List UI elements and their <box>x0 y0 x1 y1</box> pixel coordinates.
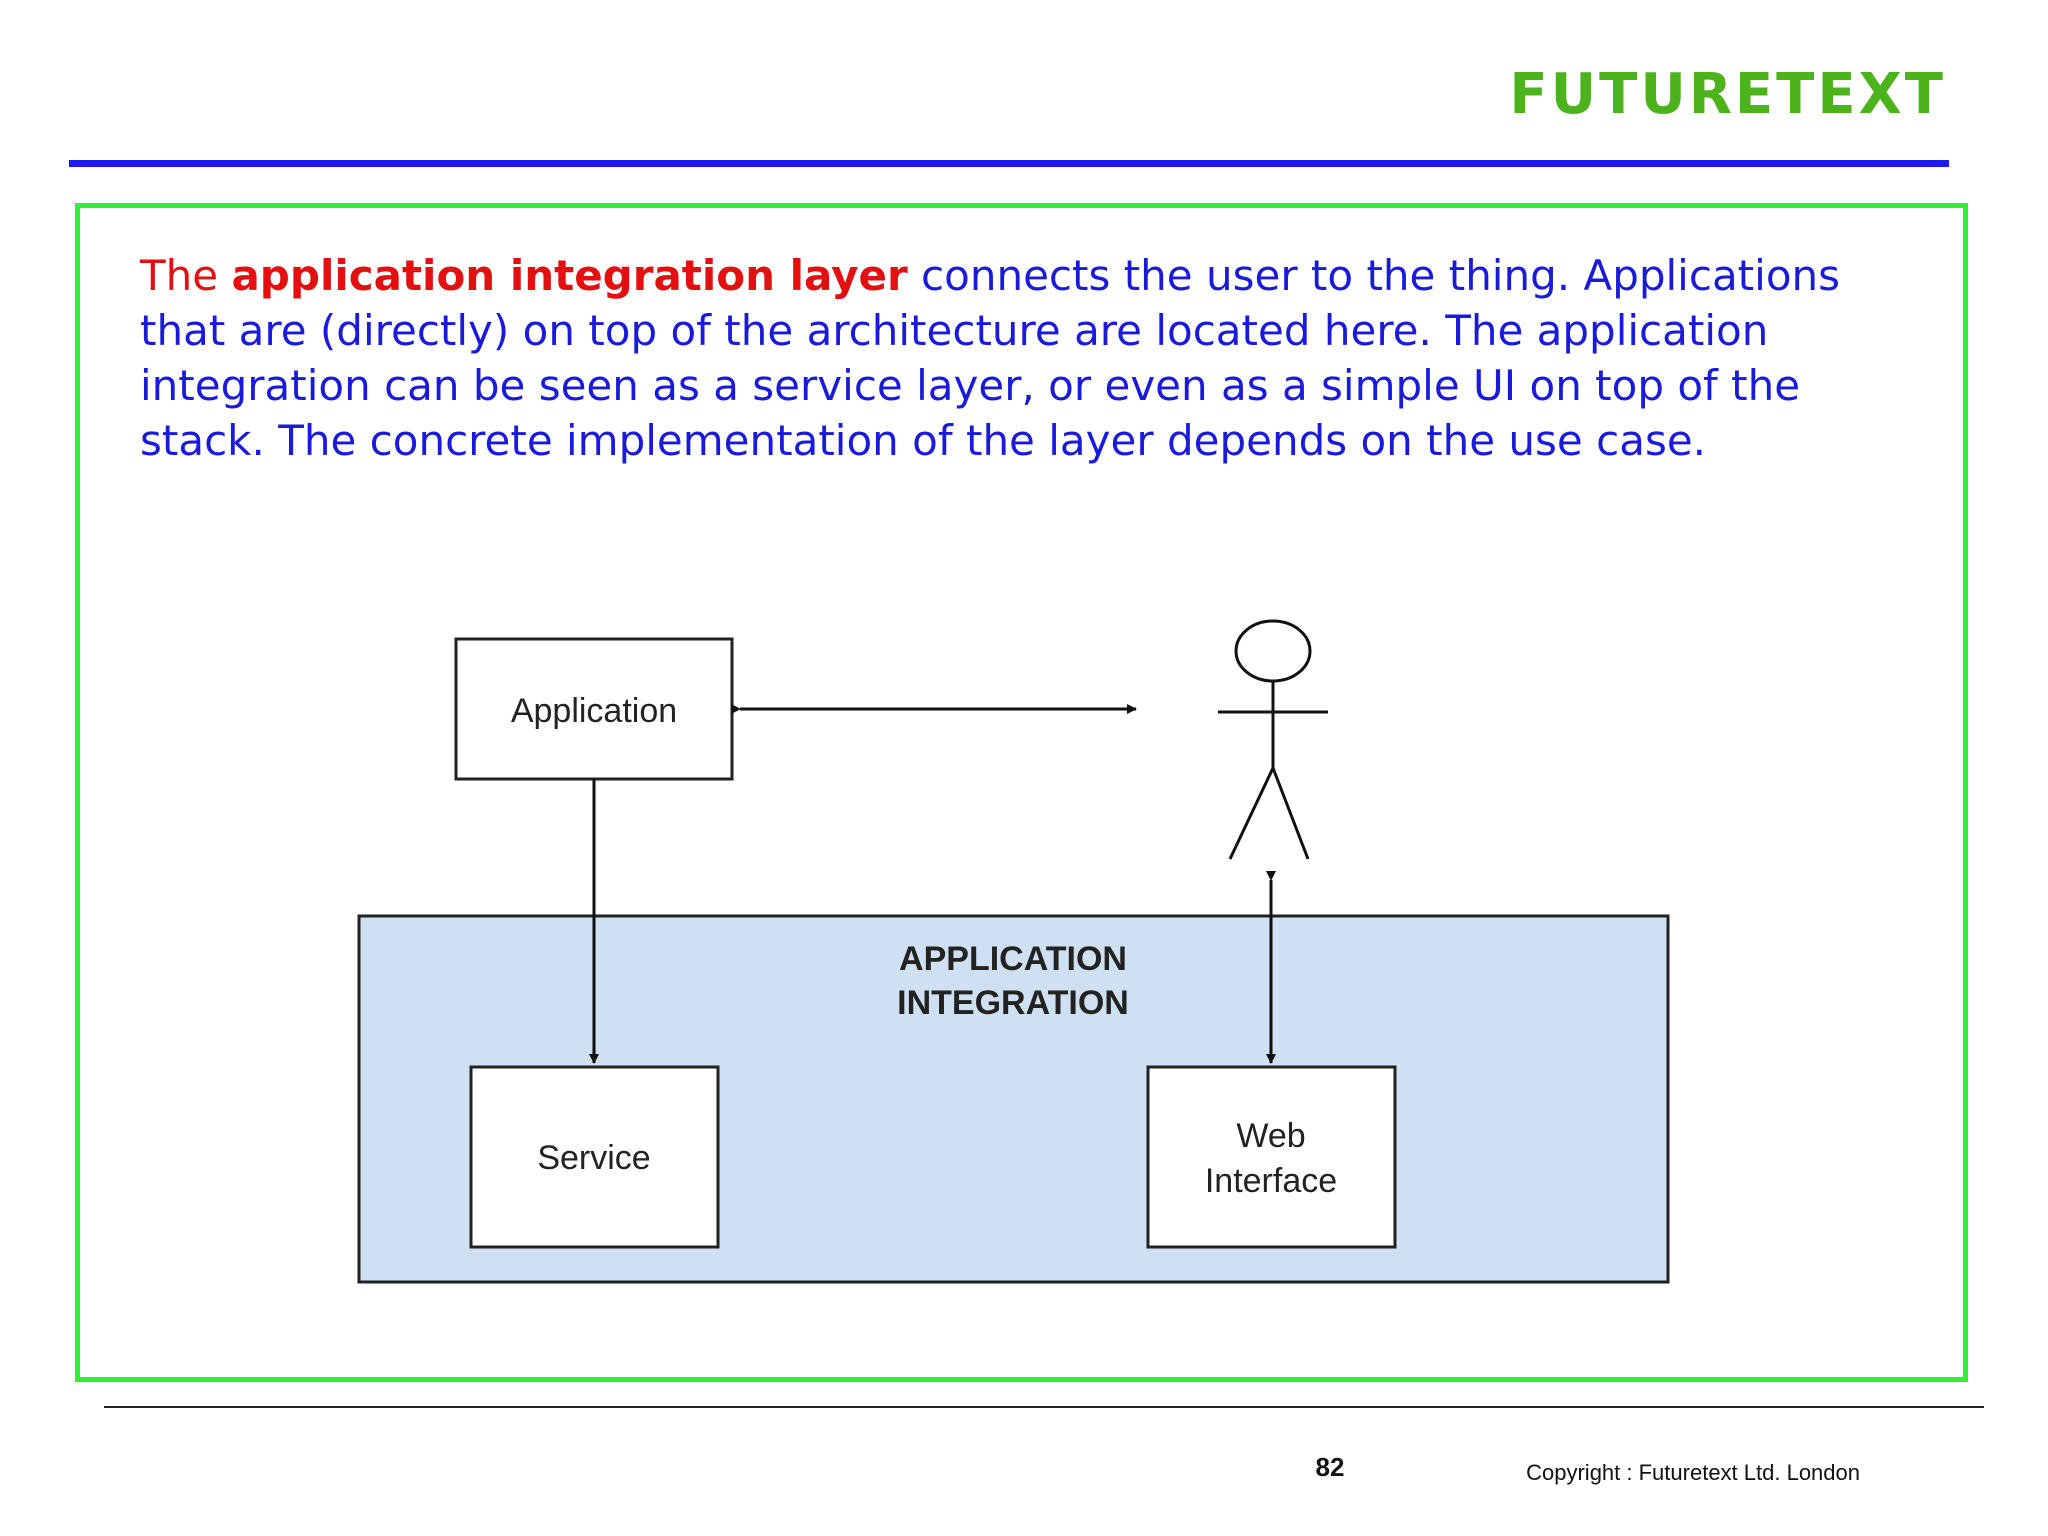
footer-rule <box>104 1406 1984 1408</box>
futuretext-logo: FUTURETEXT <box>1509 62 1946 127</box>
header-rule <box>69 160 1949 167</box>
page-number: 82 <box>1315 1452 1345 1482</box>
copyright-text: Copyright : Futuretext Ltd. London <box>1526 1460 1860 1485</box>
body-rest: connects the user to the thing. Applicat… <box>140 251 1841 465</box>
body-prefix: The <box>140 251 232 300</box>
body-paragraph: The application integration layer connec… <box>140 248 1920 468</box>
body-emphasis: application integration layer <box>231 251 908 300</box>
